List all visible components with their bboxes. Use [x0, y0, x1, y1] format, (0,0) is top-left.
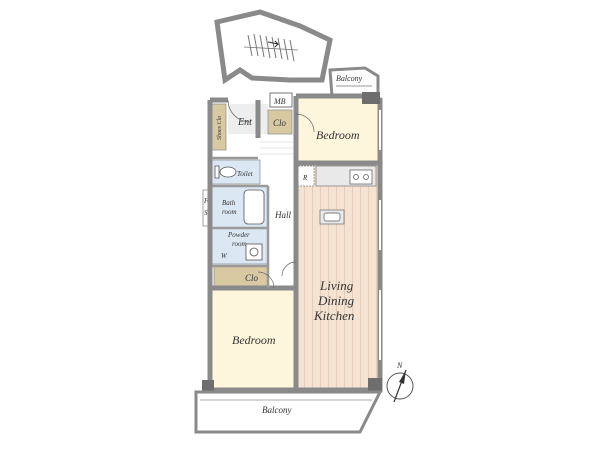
fridge-label: R [302, 174, 308, 182]
door-swings [227, 99, 315, 289]
bath-label: Bath [222, 199, 236, 207]
dining-label: Dining [317, 293, 355, 308]
balcony-top-label: Balcony [336, 74, 363, 83]
toilet-bowl-icon [219, 166, 237, 178]
bedroom-2-floor [212, 290, 296, 388]
north-compass-icon [386, 369, 414, 403]
column-top-right [362, 92, 380, 104]
window-frames [377, 110, 383, 360]
column-bottom-right [368, 378, 382, 392]
meter-box-label: MB [273, 97, 286, 106]
toilet-tank-icon [214, 165, 220, 179]
entrance-closet-label: Clo [273, 118, 287, 128]
burner-icon [363, 174, 369, 180]
stair-arrow-icon [267, 40, 280, 48]
interior-walls [212, 156, 270, 288]
bedroom-1-floor [296, 97, 378, 163]
stair-area [214, 9, 333, 85]
entrance-label: Ent [237, 117, 252, 128]
f-label: F [203, 197, 209, 205]
column-bottom-left [202, 380, 214, 392]
shoes-closet-label: Shoes Clo [217, 116, 223, 140]
basin-bowl-icon [249, 247, 259, 257]
bathtub-icon [243, 189, 265, 225]
powder-room-label: room [232, 240, 247, 248]
kitchen-label: Kitchen [313, 308, 354, 323]
lower-closet-label: Clo [245, 273, 259, 283]
living-label: Living [319, 278, 354, 293]
s-label: S [204, 209, 208, 217]
burner-icon [353, 174, 359, 180]
bath-room-label: room [222, 208, 237, 216]
north-label: N [396, 361, 403, 370]
lower-closet [213, 265, 269, 289]
hall-label: Hall [274, 210, 292, 220]
meter-box [269, 92, 293, 108]
balcony-bottom [194, 390, 383, 434]
stove-icon [349, 169, 373, 185]
hall-floor-lines [260, 141, 294, 155]
ldk-floor [298, 164, 378, 388]
entrance-closet [267, 109, 293, 135]
entrance-floor [228, 104, 268, 134]
stair-steps [243, 33, 299, 62]
kitchen-sink-icon [323, 212, 341, 222]
w-label: W [221, 252, 228, 260]
bedroom-1-label: Bedroom [316, 128, 360, 142]
powder-label: Powder [227, 231, 250, 239]
balcony-top [328, 66, 380, 98]
bedroom-2-label: Bedroom [232, 333, 276, 347]
balcony-bottom-label: Balcony [262, 405, 292, 415]
toilet-label: Toilet [237, 170, 254, 178]
